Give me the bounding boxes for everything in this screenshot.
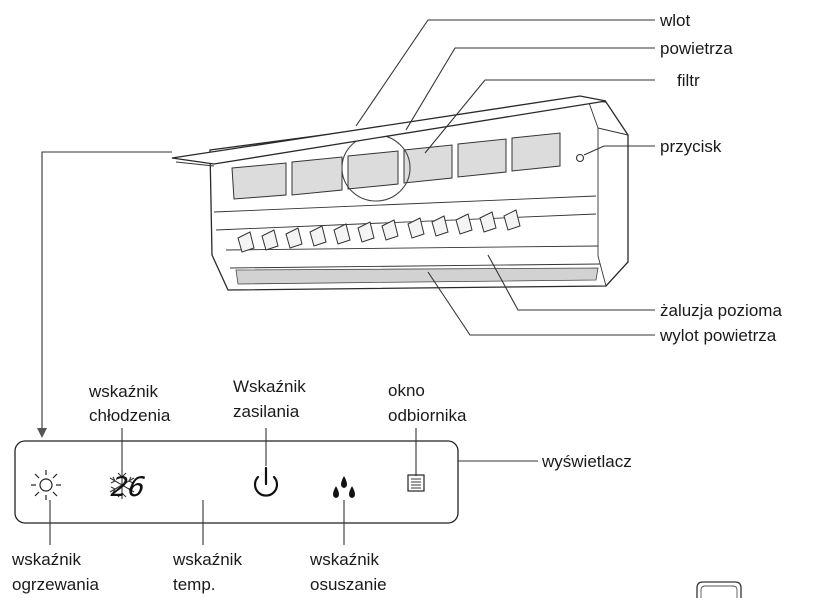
horizontal-louver: [237, 209, 521, 253]
receiver-label-2: odbiornika: [388, 406, 467, 425]
power-label-2: zasilania: [233, 402, 300, 421]
button-dot: [575, 153, 585, 163]
power-icon: [253, 466, 279, 497]
air-outlet-label: wylot powietrza: [659, 326, 777, 345]
droplets-icon: [333, 476, 355, 498]
front-panel: [171, 95, 607, 165]
air-filter: [231, 132, 561, 200]
cooling-label-2: chłodzenia: [89, 406, 171, 425]
button-label: przycisk: [660, 137, 722, 156]
heating-label-1: wskaźnik: [11, 550, 81, 569]
receiver-label-1: okno: [388, 381, 425, 400]
temp-readout: 26: [109, 472, 148, 503]
louver-label: żaluzja pozioma: [660, 301, 782, 320]
sun-icon: [31, 470, 61, 500]
cooling-label-1: wskaźnik: [88, 382, 158, 401]
temp-label-1: wskaźnik: [172, 550, 242, 569]
receiver-window-icon: [407, 474, 425, 492]
temp-label-2: temp.: [173, 575, 216, 594]
snowflake-icon: [109, 471, 135, 499]
display-label: wyświetlacz: [541, 452, 632, 471]
display-panel: [14, 440, 459, 524]
dry-label-2: osuszanie: [310, 575, 387, 594]
leader-lines: [37, 19, 655, 438]
power-label-1: Wskaźnik: [233, 377, 306, 396]
remote-fragment: [696, 581, 742, 598]
air-inlet-label-2: powietrza: [660, 39, 733, 58]
air-inlet-label-1: wlot: [659, 11, 691, 30]
indoor-unit: [171, 95, 629, 291]
filter-label: filtr: [677, 71, 700, 90]
heating-label-2: ogrzewania: [12, 575, 99, 594]
dry-label-1: wskaźnik: [309, 550, 379, 569]
